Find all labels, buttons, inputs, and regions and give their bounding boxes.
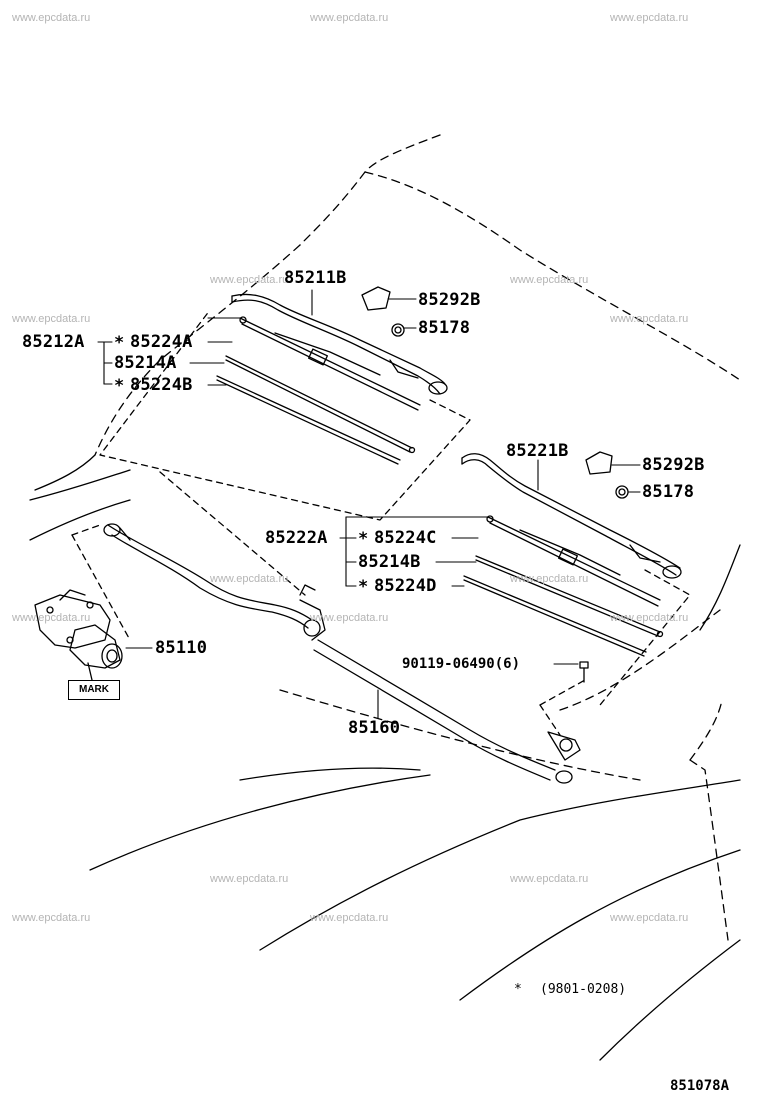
watermark: www.epcdata.ru (12, 12, 91, 24)
watermark: www.epcdata.ru (510, 274, 589, 286)
part-label-nut-left: 85178 (418, 318, 471, 338)
left-cap-and-nut (361, 286, 405, 337)
watermark: www.epcdata.ru (610, 313, 689, 325)
watermark: www.epcdata.ru (610, 912, 689, 924)
right-wiper-blade (463, 515, 664, 657)
watermark: www.epcdata.ru (510, 573, 589, 585)
watermark: www.epcdata.ru (310, 912, 389, 924)
footnote-symbol: * (514, 982, 522, 997)
watermark: www.epcdata.ru (210, 573, 289, 585)
footnote-range: (9801-0208) (540, 982, 627, 997)
asterisk-mark: * (358, 577, 369, 597)
asterisk-mark: * (114, 333, 125, 353)
wiper-link (103, 523, 581, 784)
watermark: www.epcdata.ru (510, 873, 589, 885)
watermark: www.epcdata.ru (12, 313, 91, 325)
leader-lines (97, 289, 641, 719)
part-label-blade-left: 85212A (22, 332, 85, 352)
part-label-blade-right: 85222A (265, 528, 328, 548)
watermark: www.epcdata.ru (310, 12, 389, 24)
mark-label-box: MARK (68, 680, 120, 700)
part-label-cap-right: 85292B (642, 455, 705, 475)
bolt (579, 661, 589, 683)
part-label-cap-left: 85292B (418, 290, 481, 310)
watermark: www.epcdata.ru (12, 912, 91, 924)
asterisk-mark: * (114, 376, 125, 396)
part-label-arm-right: 85221B (506, 441, 569, 461)
body-outline (29, 134, 741, 1061)
figure-code: 851078A (670, 1078, 730, 1094)
left-wiper-blade (216, 316, 421, 465)
part-label-rubber-right: 85214B (358, 552, 421, 572)
part-label-arm-left: 85211B (284, 268, 347, 288)
left-wiper-arm (231, 293, 448, 395)
right-wiper-arm (461, 453, 682, 579)
part-label-motor: 85110 (155, 638, 208, 658)
part-label-insert-b: 85224B (130, 375, 193, 395)
watermark: www.epcdata.ru (310, 612, 389, 624)
part-label-insert-d: 85224D (374, 576, 437, 596)
part-label-nut-right: 85178 (642, 482, 695, 502)
part-label-rubber-left: 85214A (114, 353, 177, 373)
dashed-guides (71, 309, 691, 736)
part-label-insert-a: 85224A (130, 332, 193, 352)
part-label-link: 85160 (348, 718, 401, 738)
asterisk-mark: * (358, 529, 369, 549)
watermark: www.epcdata.ru (210, 274, 289, 286)
part-label-insert-c: 85224C (374, 528, 437, 548)
wiper-motor (34, 589, 123, 681)
watermark: www.epcdata.ru (610, 612, 689, 624)
part-label-bolt: 90119-06490(6) (402, 656, 521, 672)
right-cap-and-nut (585, 451, 629, 499)
watermark: www.epcdata.ru (210, 873, 289, 885)
watermark: www.epcdata.ru (610, 12, 689, 24)
watermark: www.epcdata.ru (12, 612, 91, 624)
